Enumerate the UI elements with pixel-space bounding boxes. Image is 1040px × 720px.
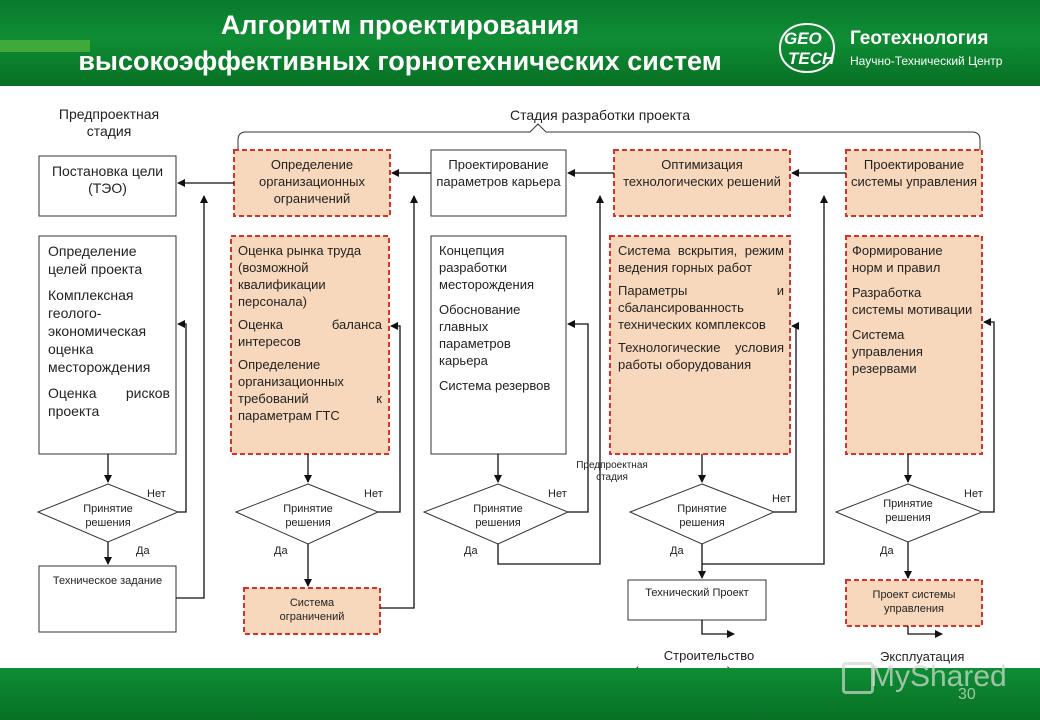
decision-1-text: Принятие решения xyxy=(83,503,133,529)
header-box-org xyxy=(233,149,391,217)
yes-label-1: Да xyxy=(136,545,150,557)
output-box-mgmt-project xyxy=(845,579,983,627)
no-label-1: Нет xyxy=(147,488,166,500)
decision-2-text: Принятие решения xyxy=(283,503,333,529)
params-item-3: Система резервов xyxy=(439,378,551,393)
svg-text:TECH: TECH xyxy=(788,49,835,68)
header-mgmt-text: Проектирование системы управления xyxy=(850,157,978,189)
optim-item-2: Параметры и сбалансированность техническ… xyxy=(618,283,784,332)
header-goal-text: Постановка цели (ТЭО) xyxy=(51,163,164,196)
header-org-text: Определение организационных ограничений xyxy=(259,157,365,206)
dev-stage-label: Стадия разработки проекта xyxy=(509,107,691,123)
header-accent-stripe xyxy=(0,40,90,52)
content-mgmt-list: Формирование норм и правил Разработка си… xyxy=(852,242,976,377)
header-bar xyxy=(0,0,1040,86)
watermark-icon xyxy=(842,662,874,694)
no-label-4: Нет xyxy=(772,493,791,505)
content-org-list: Оценка рынка труда (возможной квалификац… xyxy=(238,242,382,424)
yes-label-3: Да xyxy=(464,545,478,557)
goal-item-1: Определение целей проекта xyxy=(48,243,143,277)
no-feedback-loops xyxy=(177,318,995,513)
mgmt-item-1: Формирование норм и правил xyxy=(852,243,943,275)
decision-5-text: Принятие решения xyxy=(883,498,933,524)
logo-company-name: Геотехнология xyxy=(850,28,989,49)
content-optim-list: Система вскрытия, режим ведения горных р… xyxy=(618,242,784,373)
output-box-tech-project xyxy=(627,579,767,621)
content-box-org xyxy=(230,235,390,455)
output-box-tech-task xyxy=(38,565,177,633)
output-tech-task-text: Техническое задание xyxy=(52,575,163,587)
output-tech-project-text: Технический Проект xyxy=(645,587,749,599)
no-label-5: Нет xyxy=(964,488,983,500)
footer-bar xyxy=(0,668,1040,720)
header-arrows xyxy=(177,169,846,187)
optim-item-1: Система вскрытия, режим ведения горных р… xyxy=(618,243,784,275)
goal-item-3: Оценка рисков проекта xyxy=(48,385,170,419)
yes-label-5: Да xyxy=(880,545,894,557)
dev-stage-brace xyxy=(237,123,981,150)
output-mgmt-project-text: Проект системы управления xyxy=(872,589,956,615)
decision-3-text: Принятие решения xyxy=(473,503,523,529)
output-box-constraints xyxy=(243,587,381,635)
goal-item-2: Комплексная геолого-экономическая оценка… xyxy=(48,287,151,375)
params-item-1: Концепция разработки месторождения xyxy=(439,243,535,292)
optim-item-3: Технологические условия работы оборудова… xyxy=(618,340,784,372)
header-box-optim xyxy=(613,149,791,217)
header-params-text: Проектирование параметров карьера xyxy=(436,157,561,189)
slide-number: 30 xyxy=(958,686,976,703)
slide-title-line2: высокоэффективных горнотехнических систе… xyxy=(78,46,722,76)
no-label-2: Нет xyxy=(364,488,383,500)
pre-stage-label: Предпроектная стадия xyxy=(58,106,160,139)
content-box-goal xyxy=(38,235,177,455)
header-box-mgmt xyxy=(845,149,983,217)
geotech-logo-icon: GEO TECH xyxy=(778,22,836,74)
yes-label-2: Да xyxy=(274,545,288,557)
header-box-goal xyxy=(38,155,177,217)
slide-title-line1: Алгоритм проектирования xyxy=(220,10,580,40)
flow-arrows xyxy=(104,454,943,638)
yes-forward-loops xyxy=(176,195,828,609)
content-box-params xyxy=(430,235,567,455)
watermark-text: MyShared xyxy=(870,660,1007,693)
decision-4-text: Принятие решения xyxy=(677,503,727,529)
params-item-2: Обоснование главных параметров карьера xyxy=(439,302,521,368)
operation-label: Эксплуатация xyxy=(880,649,965,664)
yes-label-4: Да xyxy=(670,545,684,557)
org-item-3: Определение организационных требований к… xyxy=(238,357,382,423)
no-label-3: Нет xyxy=(548,488,567,500)
org-item-2: Оценка баланса интересов xyxy=(238,317,382,349)
content-box-mgmt xyxy=(845,235,983,455)
org-item-1: Оценка рынка труда (возможной квалификац… xyxy=(238,243,362,309)
header-optim-text: Оптимизация технологических решений xyxy=(623,157,781,189)
output-constraints-text: Система ограничений xyxy=(279,597,345,623)
content-goal-list: Определение целей проекта Комплексная ге… xyxy=(48,242,170,420)
header-box-params xyxy=(430,149,567,217)
mgmt-item-3: Система управления резервами xyxy=(852,327,923,376)
content-box-optim xyxy=(609,235,791,455)
logo-company-subtitle: Научно-Технический Центр xyxy=(850,54,1003,68)
content-params-list: Концепция разработки месторождения Обосн… xyxy=(439,242,561,394)
svg-text:GEO: GEO xyxy=(784,29,822,48)
mgmt-item-2: Разработка системы мотивации xyxy=(852,285,973,317)
pre-stage-small-label: Предпроектная стадия xyxy=(576,460,648,483)
